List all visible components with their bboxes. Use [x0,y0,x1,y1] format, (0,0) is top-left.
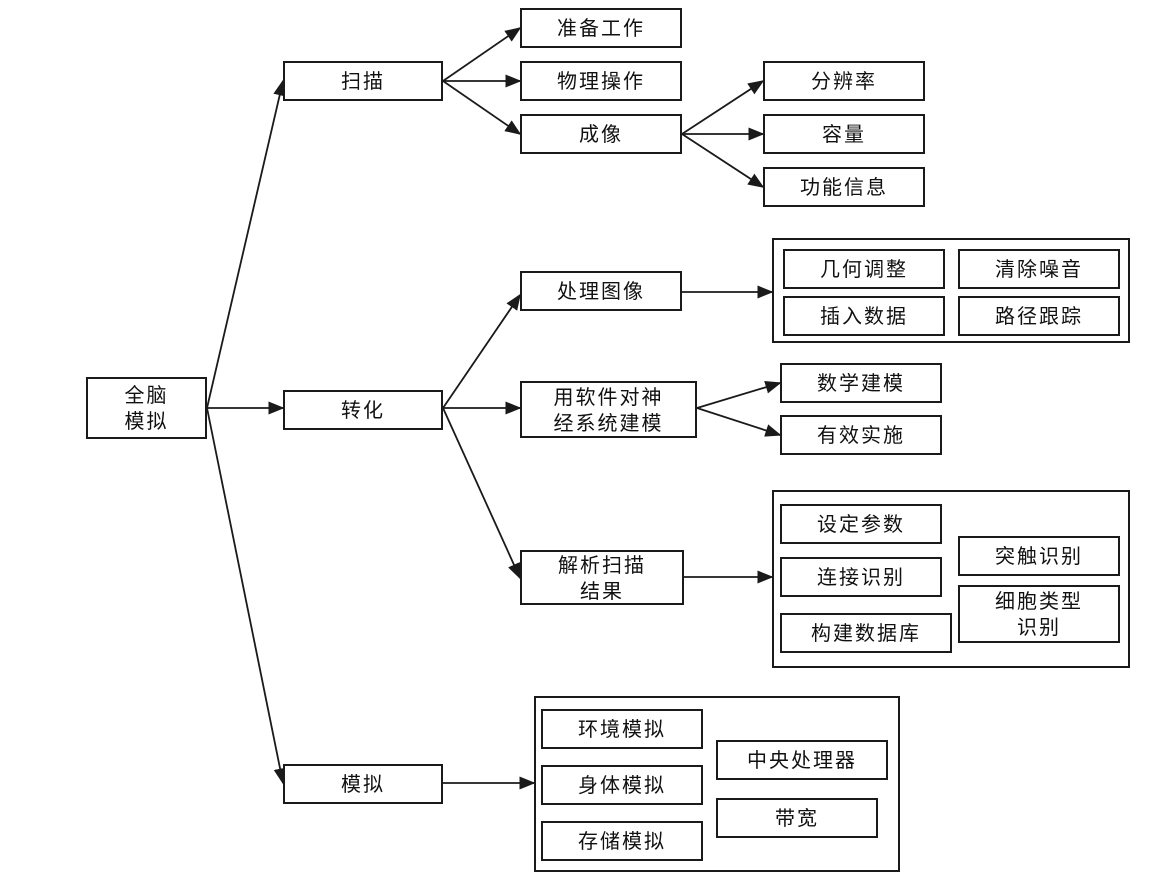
edge-software-math [696,381,782,409]
edge-root-simulate [206,407,287,785]
set-params-node: 设定参数 [780,504,942,544]
denoise-node: 清除噪音 [958,249,1120,289]
imaging-node: 成像 [520,114,682,154]
edge-scan-imaging [442,80,522,135]
effective-impl-node: 有效实施 [780,415,942,455]
storage-sim-node: 存储模拟 [541,821,703,861]
scan-parsing-group [772,490,1130,668]
simulation-group [534,696,900,872]
connection-id-node: 连接识别 [780,557,942,597]
edge-convert-parse [442,407,521,580]
process-image-node: 处理图像 [520,271,682,311]
software-model-node: 用软件对神 经系统建模 [520,381,697,438]
capacity-node: 容量 [763,114,925,154]
simulate-node: 模拟 [283,764,443,804]
edge-imaging-function [681,133,765,188]
parse-result-node: 解析扫描 结果 [520,550,684,605]
cpu-node: 中央处理器 [716,740,888,780]
math-model-node: 数学建模 [780,363,942,403]
image-processing-group [772,238,1130,343]
edge-convert-process [442,293,521,409]
build-db-node: 构建数据库 [780,613,952,653]
insert-data-node: 插入数据 [783,296,945,336]
edge-root-scan [206,79,287,409]
convert-node: 转化 [283,390,443,430]
scan-node: 扫描 [283,61,443,101]
physical-node: 物理操作 [520,61,682,101]
cell-type-id-node: 细胞类型 识别 [958,585,1120,643]
prep-node: 准备工作 [520,8,682,48]
path-track-node: 路径跟踪 [958,296,1120,336]
bandwidth-node: 带宽 [716,798,878,838]
geo-adjust-node: 几何调整 [783,249,945,289]
body-sim-node: 身体模拟 [541,765,703,805]
env-sim-node: 环境模拟 [541,709,703,749]
function-info-node: 功能信息 [763,167,925,207]
edge-software-effective [696,407,782,437]
edge-scan-prep [442,27,522,82]
resolution-node: 分辨率 [763,61,925,101]
root-node: 全脑 模拟 [86,377,207,439]
edge-imaging-resolution [681,80,765,135]
synapse-id-node: 突触识别 [958,536,1120,576]
